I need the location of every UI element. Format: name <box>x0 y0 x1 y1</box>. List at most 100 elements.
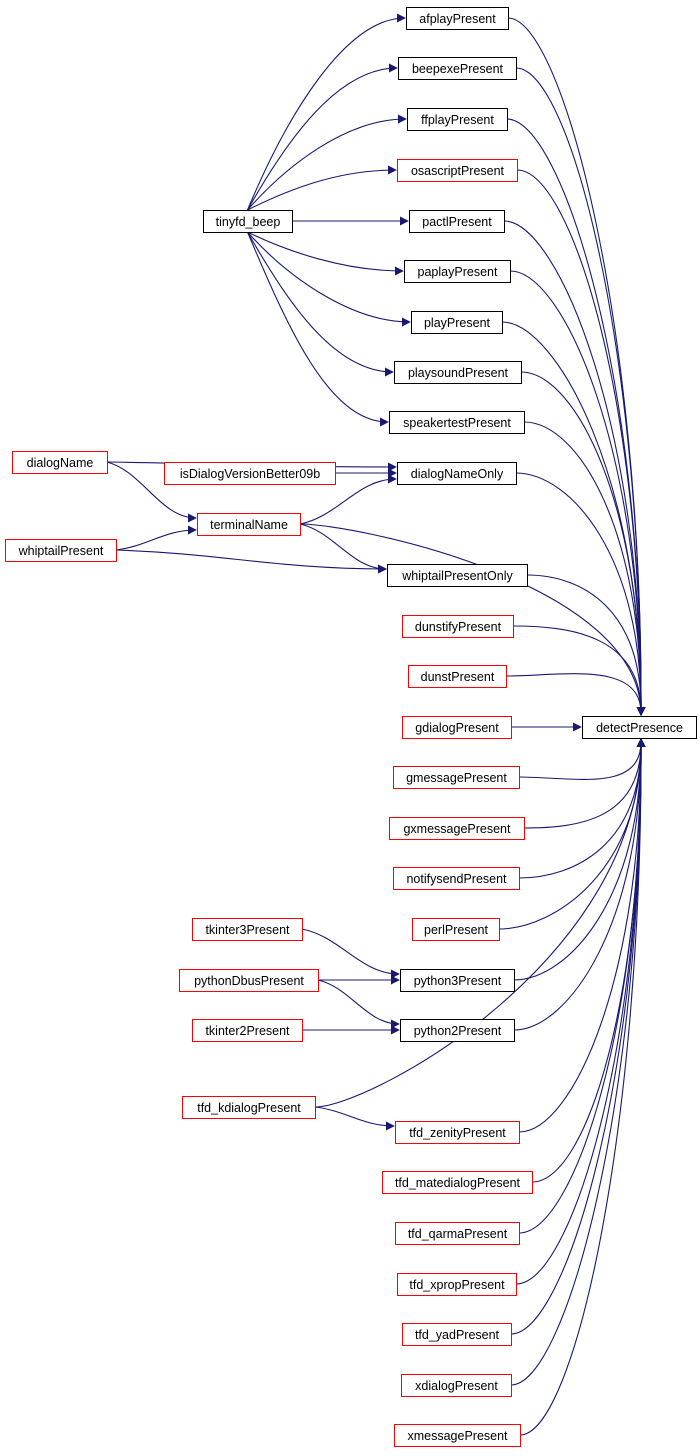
node-gmessagePresent[interactable]: gmessagePresent <box>393 766 520 789</box>
node-box-tfd_matedialogPresent[interactable] <box>382 1171 533 1194</box>
node-box-tfd_xpropPresent[interactable] <box>397 1273 517 1296</box>
node-label-tkinter3Present: tkinter3Present <box>205 923 290 937</box>
node-box-tfd_kdialogPresent[interactable] <box>182 1096 316 1119</box>
node-tfd_xpropPresent[interactable]: tfd_xpropPresent <box>397 1273 517 1296</box>
node-ffplayPresent[interactable]: ffplayPresent <box>407 108 508 131</box>
node-tfd_yadPresent[interactable]: tfd_yadPresent <box>402 1323 512 1346</box>
node-box-tkinter2Present[interactable] <box>192 1019 303 1042</box>
node-tfd_zenityPresent[interactable]: tfd_zenityPresent <box>395 1121 520 1144</box>
node-box-gdialogPresent[interactable] <box>402 716 512 739</box>
node-python3Present[interactable]: python3Present <box>400 969 515 992</box>
node-xmessagePresent[interactable]: xmessagePresent <box>394 1424 521 1447</box>
node-label-tfd_yadPresent: tfd_yadPresent <box>415 1328 500 1342</box>
node-box-pactlPresent[interactable] <box>409 210 505 233</box>
node-dunstPresent[interactable]: dunstPresent <box>408 665 507 688</box>
node-box-beepexePresent[interactable] <box>398 57 517 80</box>
edge-terminalName-to-whiptailPresentOnly <box>299 523 387 574</box>
node-box-notifysendPresent[interactable] <box>393 867 520 890</box>
node-label-dialogNameOnly: dialogNameOnly <box>411 467 504 481</box>
node-label-dunstifyPresent: dunstifyPresent <box>415 620 502 634</box>
node-box-playsoundPresent[interactable] <box>394 361 522 384</box>
node-dialogNameOnly[interactable]: dialogNameOnly <box>397 462 517 485</box>
node-label-tkinter2Present: tkinter2Present <box>205 1024 290 1038</box>
node-box-paplayPresent[interactable] <box>404 260 511 283</box>
node-box-afplayPresent[interactable] <box>406 7 509 30</box>
node-label-tfd_zenityPresent: tfd_zenityPresent <box>409 1126 506 1140</box>
node-gxmessagePresent[interactable]: gxmessagePresent <box>389 817 525 840</box>
node-whiptailPresentOnly[interactable]: whiptailPresentOnly <box>387 564 528 587</box>
edge-gxmessagePresent-to-detectPresence <box>523 738 646 829</box>
node-box-isDialogVersionBetter09b[interactable] <box>164 462 336 485</box>
node-label-xmessagePresent: xmessagePresent <box>407 1429 508 1443</box>
node-box-perlPresent[interactable] <box>412 918 500 941</box>
node-speakertestPresent[interactable]: speakertestPresent <box>389 411 525 434</box>
node-box-xmessagePresent[interactable] <box>394 1424 521 1447</box>
node-gdialogPresent[interactable]: gdialogPresent <box>402 716 512 739</box>
node-box-dunstifyPresent[interactable] <box>402 615 514 638</box>
node-perlPresent[interactable]: perlPresent <box>412 918 500 941</box>
node-paplayPresent[interactable]: paplayPresent <box>404 260 511 283</box>
node-notifysendPresent[interactable]: notifysendPresent <box>393 867 520 890</box>
node-xdialogPresent[interactable]: xdialogPresent <box>401 1374 512 1397</box>
node-tfd_qarmaPresent[interactable]: tfd_qarmaPresent <box>395 1222 520 1245</box>
node-box-python3Present[interactable] <box>400 969 515 992</box>
node-beepexePresent[interactable]: beepexePresent <box>398 57 517 80</box>
node-box-python2Present[interactable] <box>400 1019 515 1042</box>
node-label-xdialogPresent: xdialogPresent <box>415 1379 498 1393</box>
node-tfd_kdialogPresent[interactable]: tfd_kdialogPresent <box>182 1096 316 1119</box>
node-tkinter3Present[interactable]: tkinter3Present <box>192 918 303 941</box>
node-tinyfd_beep[interactable]: tinyfd_beep <box>203 210 293 233</box>
node-label-beepexePresent: beepexePresent <box>412 62 504 76</box>
node-detectPresence[interactable]: detectPresence <box>582 716 697 739</box>
node-box-tfd_qarmaPresent[interactable] <box>395 1222 520 1245</box>
node-playPresent[interactable]: playPresent <box>411 311 503 334</box>
edge-tfd_matedialogPresent-to-detectPresence <box>531 738 646 1183</box>
node-box-ffplayPresent[interactable] <box>407 108 508 131</box>
node-box-tkinter3Present[interactable] <box>192 918 303 941</box>
node-box-dialogNameOnly[interactable] <box>397 462 517 485</box>
node-box-osascriptPresent[interactable] <box>397 159 518 182</box>
edge-xmessagePresent-to-detectPresence <box>519 738 646 1436</box>
node-pythonDbusPresent[interactable]: pythonDbusPresent <box>179 969 319 992</box>
edge-tinyfd_beep-to-playPresent <box>247 231 411 327</box>
node-dialogName[interactable]: dialogName <box>12 451 108 474</box>
edge-layer <box>106 13 646 1436</box>
node-box-speakertestPresent[interactable] <box>389 411 525 434</box>
edge-paplayPresent-to-detectPresence <box>509 270 646 716</box>
node-osascriptPresent[interactable]: osascriptPresent <box>397 159 518 182</box>
edge-whiptailPresentOnly-to-detectPresence <box>526 574 646 716</box>
node-label-pactlPresent: pactlPresent <box>422 215 492 229</box>
node-box-xdialogPresent[interactable] <box>401 1374 512 1397</box>
node-whiptailPresent[interactable]: whiptailPresent <box>5 539 117 562</box>
edge-dialogNameOnly-to-detectPresence <box>515 472 646 716</box>
node-box-dunstPresent[interactable] <box>408 665 507 688</box>
node-box-detectPresence[interactable] <box>582 716 697 739</box>
node-python2Present[interactable]: python2Present <box>400 1019 515 1042</box>
edge-python3Present-to-detectPresence <box>513 738 646 981</box>
node-label-gdialogPresent: gdialogPresent <box>415 721 499 735</box>
node-afplayPresent[interactable]: afplayPresent <box>406 7 509 30</box>
node-box-tfd_yadPresent[interactable] <box>402 1323 512 1346</box>
node-pactlPresent[interactable]: pactlPresent <box>409 210 505 233</box>
node-label-pythonDbusPresent: pythonDbusPresent <box>194 974 304 988</box>
edge-tfd_xpropPresent-to-detectPresence <box>515 738 646 1285</box>
node-box-tinyfd_beep[interactable] <box>203 210 293 233</box>
node-label-dunstPresent: dunstPresent <box>421 670 495 684</box>
node-box-dialogName[interactable] <box>12 451 108 474</box>
node-terminalName[interactable]: terminalName <box>197 513 301 536</box>
node-box-gmessagePresent[interactable] <box>393 766 520 789</box>
node-box-whiptailPresent[interactable] <box>5 539 117 562</box>
edge-gmessagePresent-to-detectPresence <box>518 738 646 781</box>
node-box-terminalName[interactable] <box>197 513 301 536</box>
node-tkinter2Present[interactable]: tkinter2Present <box>192 1019 303 1042</box>
node-box-tfd_zenityPresent[interactable] <box>395 1121 520 1144</box>
node-box-pythonDbusPresent[interactable] <box>179 969 319 992</box>
node-tfd_matedialogPresent[interactable]: tfd_matedialogPresent <box>382 1171 533 1194</box>
node-isDialogVersionBetter09b[interactable]: isDialogVersionBetter09b <box>164 462 336 485</box>
node-box-gxmessagePresent[interactable] <box>389 817 525 840</box>
node-playsoundPresent[interactable]: playsoundPresent <box>394 361 522 384</box>
node-dunstifyPresent[interactable]: dunstifyPresent <box>402 615 514 638</box>
node-box-whiptailPresentOnly[interactable] <box>387 564 528 587</box>
node-box-playPresent[interactable] <box>411 311 503 334</box>
